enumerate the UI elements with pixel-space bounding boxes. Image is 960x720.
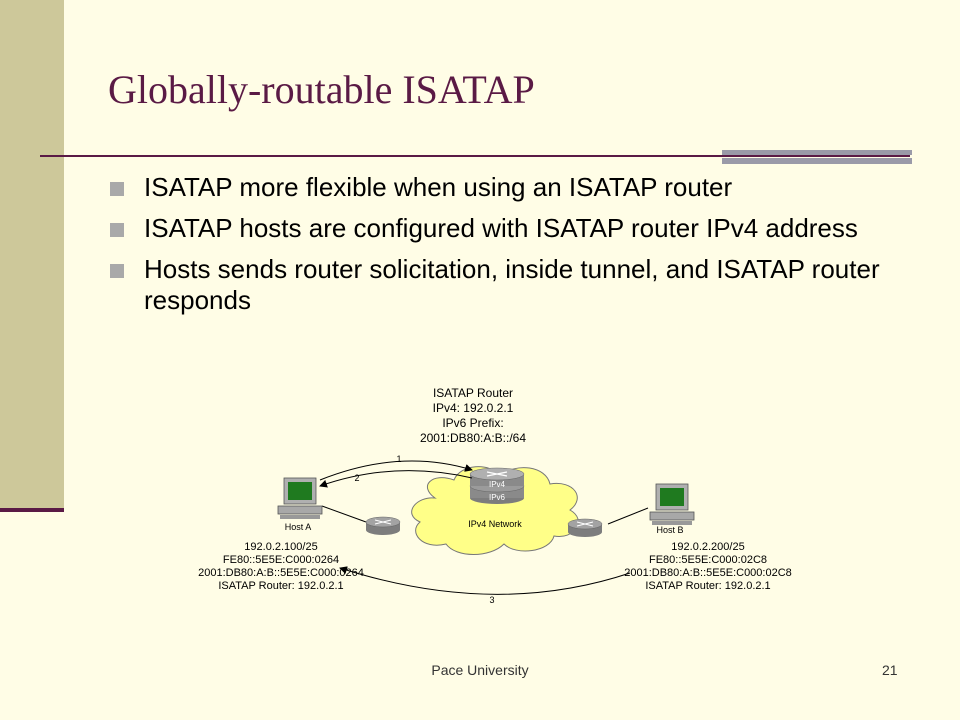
host-b-detail-line: 192.0.2.200/25	[671, 541, 744, 553]
host-a-name: Host A	[285, 522, 312, 532]
step-3-arrow	[339, 566, 631, 595]
host-a-detail-line: ISATAP Router: 192.0.2.1	[218, 580, 343, 592]
left-router-icon	[365, 516, 401, 535]
footer-organization: Pace University	[431, 662, 529, 678]
bullet-text: Hosts sends router solicitation, inside …	[144, 254, 880, 315]
title-rule-accent	[722, 150, 912, 164]
title-rule	[40, 155, 910, 157]
host-b-detail-line: ISATAP Router: 192.0.2.1	[645, 580, 770, 592]
isatap-router-icon	[469, 467, 525, 504]
step-3-label: 3	[489, 595, 494, 605]
bullet-list: ISATAP more flexible when using an ISATA…	[110, 172, 900, 326]
router-label-line: IPv4: 192.0.2.1	[433, 401, 514, 415]
step-1-label: 1	[396, 454, 401, 464]
right-router-icon	[567, 518, 603, 537]
host-a-detail-line: 192.0.2.100/25	[244, 541, 317, 553]
slide-number: 21	[882, 662, 898, 678]
host-a-computer-icon	[277, 477, 323, 519]
router-layer-label: IPv6	[489, 493, 506, 502]
host-b-detail-line: 2001:DB80:A:B::5E5E:C000:02C8	[624, 567, 792, 579]
isatap-diagram: ISATAP Router IPv4: 192.0.2.1 IPv6 Prefi…	[198, 386, 792, 605]
bullet-text: ISATAP hosts are configured with ISATAP …	[144, 213, 858, 243]
host-b-name: Host B	[656, 525, 683, 535]
link-right-router-host-b	[607, 507, 649, 525]
slide-title: Globally-routable ISATAP	[108, 67, 535, 112]
host-a-detail-line: 2001:DB80:A:B::5E5E:C000:0264	[198, 567, 364, 579]
host-b-computer-icon	[649, 483, 695, 525]
bullet-item: ISATAP more flexible when using an ISATA…	[110, 172, 900, 203]
left-decor-bar	[0, 0, 64, 512]
host-b-detail-line: FE80::5E5E:C000:02C8	[649, 554, 767, 566]
bullet-item: ISATAP hosts are configured with ISATAP …	[110, 213, 900, 244]
bullet-square-icon	[110, 182, 124, 196]
bullet-item: Hosts sends router solicitation, inside …	[110, 254, 900, 316]
router-label-line: IPv6 Prefix:	[442, 416, 503, 430]
step-1-arrow	[319, 460, 473, 481]
left-decor-bar-foot	[0, 508, 64, 512]
bullet-text: ISATAP more flexible when using an ISATA…	[144, 172, 733, 202]
bullet-square-icon	[110, 264, 124, 278]
step-2-arrow	[319, 470, 473, 488]
router-label-line: 2001:DB80:A:B::/64	[420, 431, 526, 445]
router-layer-label: IPv4	[489, 480, 506, 489]
router-label-line: ISATAP Router	[433, 386, 513, 400]
step-2-label: 2	[354, 473, 359, 483]
link-host-a-left-router	[321, 505, 367, 523]
host-a-detail-line: FE80::5E5E:C000:0264	[223, 554, 339, 566]
network-label: IPv4 Network	[468, 519, 522, 529]
bullet-square-icon	[110, 223, 124, 237]
